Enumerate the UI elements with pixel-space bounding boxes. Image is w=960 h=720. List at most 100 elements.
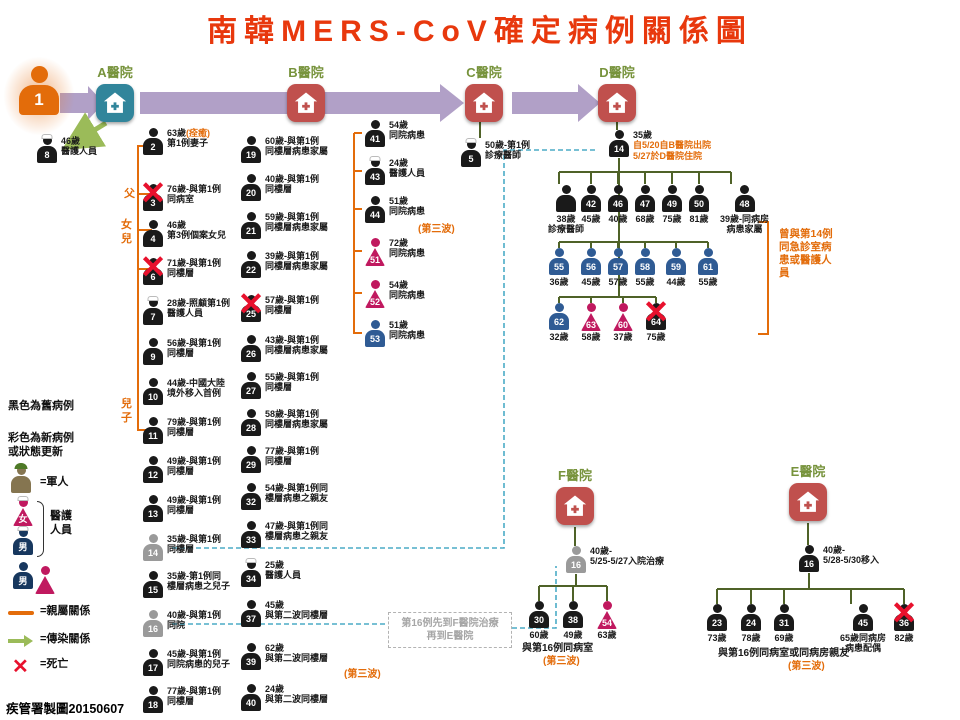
case-number-badge: 41 <box>365 130 385 147</box>
person-head <box>148 456 158 465</box>
case-label: 68歲 <box>635 214 655 224</box>
person-icon: 38 <box>562 601 584 629</box>
person-icon: 51 <box>364 238 386 266</box>
case-number-badge: 38 <box>563 611 583 628</box>
person-head <box>370 238 380 247</box>
case-label: 49歲-與第1例同樓層 <box>167 495 222 516</box>
person-icon: 40 <box>240 684 262 712</box>
case-label: 57歲-與第1例同樓層 <box>265 295 320 316</box>
hospital-B: B醫院 <box>287 65 325 122</box>
person-head <box>246 643 256 652</box>
case-number-badge: 14 <box>143 544 163 561</box>
case-number-badge: 45 <box>853 614 873 631</box>
person-icon: 11 <box>142 417 164 445</box>
house-cross-icon <box>472 92 496 113</box>
case-number-badge: 8 <box>37 146 57 163</box>
case-number-badge: 3 <box>143 194 163 211</box>
person-head <box>554 248 564 257</box>
case-number-badge: 33 <box>241 531 261 548</box>
case-number-badge: 61 <box>698 258 718 275</box>
person-head <box>712 604 722 613</box>
person-icon: 42 <box>580 185 602 213</box>
case-label: 75歲 <box>646 332 666 342</box>
person-head <box>586 185 596 194</box>
person-icon: 16 <box>565 546 587 574</box>
person-head <box>779 604 789 613</box>
legend-female-nurse-icon: 女 <box>12 496 34 526</box>
case-label: 55歲 <box>635 277 655 287</box>
case-label: 54歲同院病患 <box>389 280 426 301</box>
person-head <box>899 604 909 613</box>
legend-female-case-icon <box>34 566 56 594</box>
case-number-badge: 16 <box>799 555 819 572</box>
person-icon: 2 <box>142 128 164 156</box>
case-number-badge: 60 <box>613 313 633 331</box>
case-label: 78歲 <box>741 633 761 643</box>
person-head <box>246 335 256 344</box>
case-number-badge: 5 <box>461 150 481 167</box>
person-head <box>602 601 612 610</box>
person-icon: 10 <box>142 378 164 406</box>
hospital-A: A醫院 <box>96 65 134 122</box>
person-head <box>613 185 623 194</box>
female-icon <box>34 566 56 594</box>
case-64: 64✕75歲 <box>643 296 670 342</box>
person-head <box>246 251 256 260</box>
person-head <box>858 604 868 613</box>
case-label: 55歲-與第1例同樓層 <box>265 372 320 393</box>
person-icon: 64✕ <box>643 296 669 331</box>
case-number-badge: 29 <box>241 456 261 473</box>
person-icon: 30 <box>528 601 550 629</box>
legend-death-x-icon: ✕ <box>12 656 29 678</box>
person-icon: 13 <box>142 495 164 523</box>
person-head <box>804 545 814 554</box>
annotation-text: (第三波) <box>788 661 825 672</box>
case-label: 36歲 <box>549 277 569 287</box>
d-group-bracket <box>758 221 769 335</box>
case-6: 6✕71歲-與第1例同樓層 <box>140 251 221 286</box>
person-icon: 19 <box>240 136 262 164</box>
case-label: 60歲-與第1例同樓層病患家屬 <box>265 136 329 157</box>
case-label: 40歲-5/28-5/30移入 <box>823 545 880 566</box>
case-number-badge: 21 <box>241 222 261 239</box>
case-number-badge: 37 <box>241 610 261 627</box>
person-icon: 55 <box>548 248 570 276</box>
person-head <box>246 295 256 304</box>
person-head <box>148 128 158 137</box>
nurse-cap-icon <box>41 134 53 139</box>
case-number-badge: 22 <box>241 261 261 278</box>
case-label: 63歲(痊癒)第1例妻子 <box>167 128 211 149</box>
person-head <box>746 604 756 613</box>
hospital-icon <box>465 84 503 122</box>
case-number-badge: 52 <box>365 290 385 308</box>
house-cross-icon <box>605 92 629 113</box>
case-label: 39歲-與第1例同樓層病患家屬 <box>265 251 329 272</box>
case-label: 40歲-5/25-5/27入院治療 <box>590 546 665 567</box>
hospital-label: D醫院 <box>599 65 635 80</box>
case-number-badge: 27 <box>241 382 261 399</box>
person-icon: 5 <box>460 138 482 168</box>
legend-family-line <box>8 611 34 615</box>
case-number-badge: 18 <box>143 696 163 713</box>
person-icon: 48 <box>734 185 756 213</box>
case-number-badge: 1 <box>19 85 59 115</box>
case-number-badge: 16 <box>143 620 163 637</box>
case-label: 44歲-中國大陸境外移入首例 <box>167 378 226 399</box>
